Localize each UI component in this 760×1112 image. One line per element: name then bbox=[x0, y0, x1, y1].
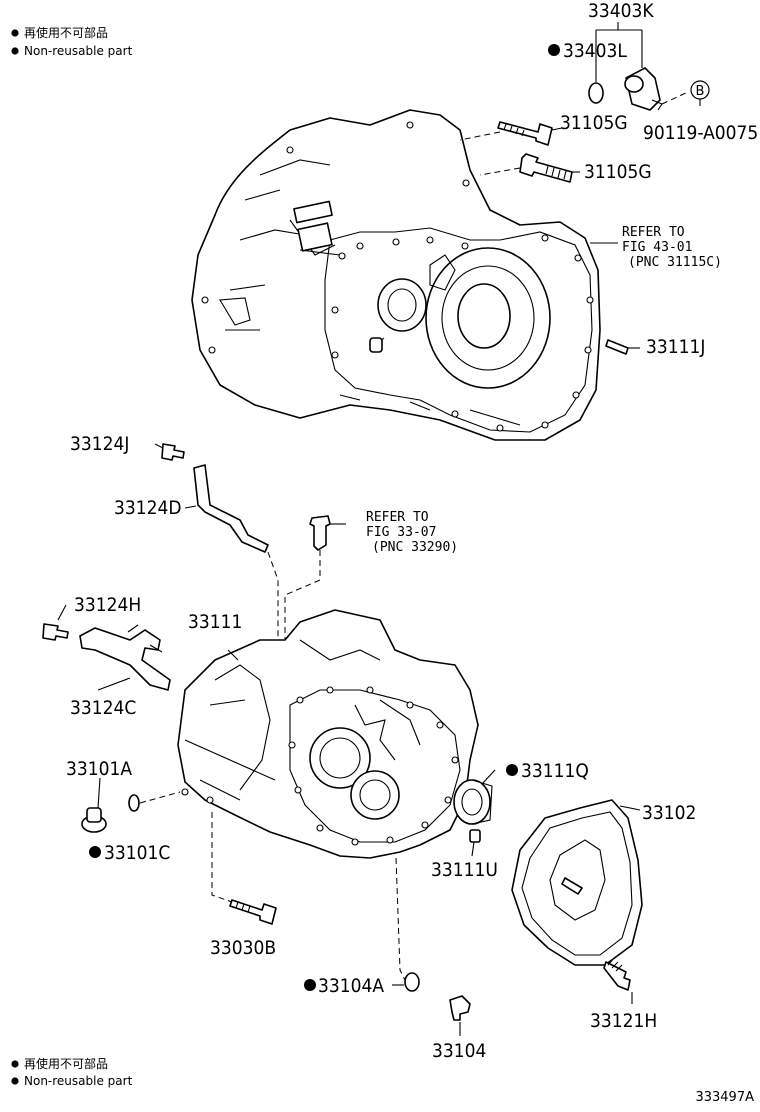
part-label-33101A: 33101A bbox=[66, 758, 132, 780]
plug-fig-33-07 bbox=[284, 515, 346, 640]
part-label-33111Q: 33111Q bbox=[521, 760, 589, 782]
pin-33111U bbox=[469, 829, 481, 843]
part-label-33111U: 33111U bbox=[431, 859, 498, 881]
legend-bottom: 再使用不可部品 Non-reusable part bbox=[11, 1056, 133, 1088]
oil-seal-33111Q bbox=[453, 779, 493, 825]
bolt-33030B bbox=[211, 812, 277, 925]
part-label-33102: 33102 bbox=[642, 802, 696, 824]
reference-note-fig-33-07: REFER TO FIG 33-07 (PNC 33290) bbox=[366, 510, 458, 555]
bracket-33124C bbox=[42, 623, 171, 691]
marker-b-label: B bbox=[696, 84, 705, 99]
part-label-33121H: 33121H bbox=[590, 1010, 657, 1032]
speed-sensor-parts bbox=[459, 22, 689, 176]
part-label-33101C: 33101C bbox=[104, 842, 170, 864]
legend-top-en: Non-reusable part bbox=[24, 44, 133, 58]
part-label-33111J: 33111J bbox=[646, 336, 705, 358]
ref-note-1-line1: REFER TO bbox=[622, 225, 685, 240]
marker-b: B bbox=[690, 80, 710, 106]
part-label-33124D: 33124D bbox=[114, 497, 182, 519]
ref-note-2-line2: FIG 33-07 bbox=[366, 525, 436, 540]
bracket-33124D bbox=[161, 443, 279, 640]
part-label-33104A: 33104A bbox=[318, 975, 384, 997]
part-label-33104: 33104 bbox=[432, 1040, 486, 1062]
legend-bottom-jp: 再使用不可部品 bbox=[24, 1056, 108, 1071]
reference-note-fig-43-01: REFER TO FIG 43-01 (PNC 31115C) bbox=[622, 225, 722, 270]
cover-33102 bbox=[511, 799, 643, 966]
ref-note-1-line2: FIG 43-01 bbox=[622, 240, 692, 255]
part-label-33124C: 33124C bbox=[70, 697, 136, 719]
legend-top-jp: 再使用不可部品 bbox=[24, 25, 108, 40]
bolt-33121H bbox=[603, 957, 631, 991]
ref-note-1-line3: (PNC 31115C) bbox=[628, 255, 722, 270]
transaxle-case-drawing bbox=[177, 609, 479, 859]
drain-plug-33104 bbox=[395, 857, 471, 1021]
part-labels: 33403K 33403L 31105G 31105G 90119-A0075 … bbox=[66, 0, 758, 1062]
clutch-housing-drawing bbox=[191, 109, 601, 441]
part-label-31105G-upper: 31105G bbox=[560, 112, 628, 134]
legend-top: 再使用不可部品 Non-reusable part bbox=[11, 25, 133, 58]
part-label-33030B: 33030B bbox=[210, 937, 276, 959]
bolts-31105G bbox=[497, 121, 573, 183]
pin-33111J bbox=[605, 339, 629, 355]
part-label-33403K: 33403K bbox=[588, 0, 654, 22]
part-label-33111: 33111 bbox=[188, 611, 242, 633]
legend-bottom-en: Non-reusable part bbox=[24, 1074, 133, 1088]
plug-33101A bbox=[81, 791, 181, 833]
ref-note-2-line1: REFER TO bbox=[366, 510, 429, 525]
leader-lines bbox=[57, 127, 641, 1036]
figure-number: 333497A bbox=[695, 1090, 754, 1105]
part-label-33403L: 33403L bbox=[563, 40, 627, 62]
part-label-31105G-lower: 31105G bbox=[584, 161, 652, 183]
part-label-33124H: 33124H bbox=[74, 594, 141, 616]
part-label-90119-A0075: 90119-A0075 bbox=[643, 122, 758, 144]
ref-note-2-line3: (PNC 33290) bbox=[372, 540, 458, 555]
part-label-33124J: 33124J bbox=[70, 433, 129, 455]
